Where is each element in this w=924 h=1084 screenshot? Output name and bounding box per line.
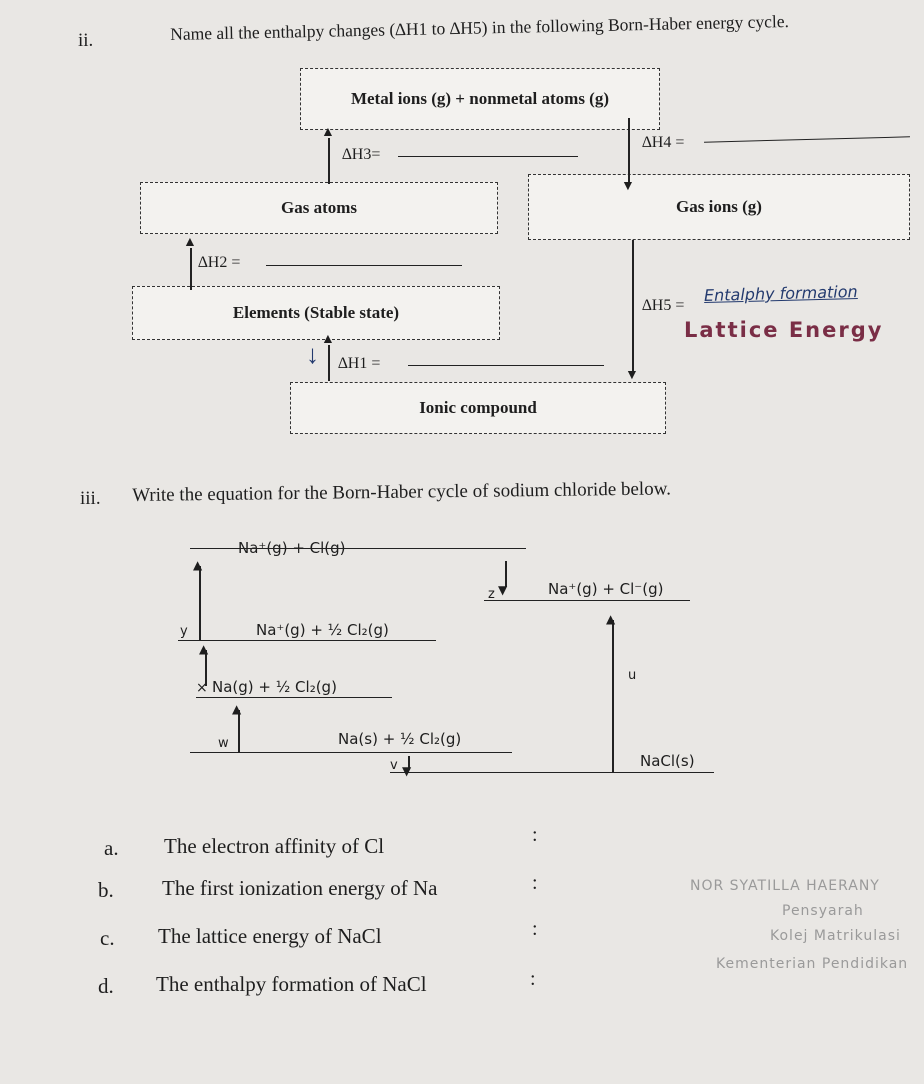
- stamp-line-3: Kolej Matrikulasi: [770, 928, 901, 944]
- w-arrowhead: ▲: [232, 702, 242, 716]
- level-y: Na⁺(g) + ½ Cl₂(g): [256, 621, 389, 639]
- item-b-letter: b.: [98, 878, 114, 902]
- item-d-colon: :: [530, 968, 536, 990]
- dh5-arrowhead: ▼: [625, 368, 639, 383]
- level-w: Na(s) + ½ Cl₂(g): [338, 730, 462, 748]
- dh2-blank: [266, 265, 462, 266]
- label-z: z: [488, 587, 495, 602]
- label-v: v: [390, 758, 398, 773]
- u-arrowhead: ▲: [606, 612, 616, 626]
- item-c-letter: c.: [100, 926, 115, 950]
- dh1-handwritten-arrow-icon: ↓: [306, 340, 319, 369]
- x-arrowhead: ▲: [199, 642, 209, 656]
- level-top-line: [190, 548, 526, 549]
- y-arrowhead: ▲: [193, 558, 203, 572]
- u-arrow: [612, 620, 614, 772]
- dh2-label: ∆H2 =: [198, 254, 241, 271]
- dh1-label: ∆H1 =: [338, 355, 381, 372]
- dh5-label: ∆H5 =: [642, 297, 685, 314]
- part-ii-question: Name all the enthalpy changes (∆H1 to ∆H…: [170, 11, 790, 44]
- dh2-arrow: [190, 248, 192, 290]
- level-ions: Na⁺(g) + Cl⁻(g): [548, 580, 664, 598]
- level-w-line: [190, 752, 512, 753]
- box-ionic-compound: Ionic compound: [290, 382, 666, 434]
- part-ii-number: ii.: [78, 30, 94, 51]
- dh2-arrowhead: ▲: [183, 235, 197, 250]
- lattice-note: Lattice Energy: [684, 318, 884, 342]
- dh5-arrow: [632, 240, 634, 374]
- item-b-text: The first ionization energy of Na: [162, 876, 438, 900]
- z-arrowhead: ▼: [498, 583, 508, 597]
- y-arrow: [199, 566, 201, 640]
- stamp-line-2: Pensyarah: [782, 903, 864, 919]
- dh3-arrow: [328, 138, 330, 184]
- dh1-arrow: [328, 345, 330, 381]
- x-arrow: [205, 650, 207, 686]
- box-metal-ions: Metal ions (g) + nonmetal atoms (g): [300, 68, 660, 130]
- item-b-colon: :: [532, 872, 538, 894]
- part-iii-number: iii.: [80, 488, 101, 509]
- dh4-label: ∆H4 =: [642, 134, 685, 151]
- stamp-line-4: Kementerian Pendidikan: [716, 956, 909, 972]
- level-x-line: [196, 697, 392, 698]
- label-w: w: [218, 736, 229, 751]
- item-a-text: The electron affinity of Cl: [164, 834, 385, 858]
- z-arrow: [505, 561, 507, 587]
- item-a-colon: :: [532, 824, 538, 846]
- dh4-arrowhead: ▼: [621, 179, 635, 194]
- w-arrow: [238, 710, 240, 752]
- level-product-line: [390, 772, 714, 773]
- stamp-line-1: NOR SYATILLA HAERANY: [690, 878, 880, 894]
- item-c-colon: :: [532, 918, 538, 940]
- box-gas-ions: Gas ions (g): [528, 174, 910, 240]
- dh1-arrowhead: ▲: [321, 332, 335, 347]
- label-y: y: [180, 624, 188, 639]
- v-arrow: [408, 756, 410, 770]
- level-x: Na(g) + ½ Cl₂(g): [212, 678, 337, 696]
- dh3-arrowhead: ▲: [321, 125, 335, 140]
- dh1-blank: [408, 365, 604, 366]
- dh5-answer: Entalphy formation: [703, 281, 858, 306]
- dh4-arrow: [628, 118, 630, 184]
- part-iii-question: Write the equation for the Born-Haber cy…: [132, 478, 672, 506]
- dh4-blank: [704, 136, 910, 143]
- label-u: u: [628, 668, 637, 683]
- item-a-letter: a.: [104, 836, 119, 860]
- level-product: NaCl(s): [640, 752, 695, 770]
- box-elements: Elements (Stable state): [132, 286, 500, 340]
- dh3-blank: [398, 156, 578, 157]
- level-ions-line: [484, 600, 690, 601]
- item-c-text: The lattice energy of NaCl: [158, 924, 382, 948]
- box-gas-atoms: Gas atoms: [140, 182, 498, 234]
- dh3-label: ∆H3=: [342, 146, 381, 163]
- item-d-letter: d.: [98, 974, 114, 998]
- level-y-line: [178, 640, 436, 641]
- item-d-text: The enthalpy formation of NaCl: [156, 972, 427, 996]
- v-arrowhead: ▼: [402, 764, 412, 778]
- label-x: ×: [196, 680, 208, 696]
